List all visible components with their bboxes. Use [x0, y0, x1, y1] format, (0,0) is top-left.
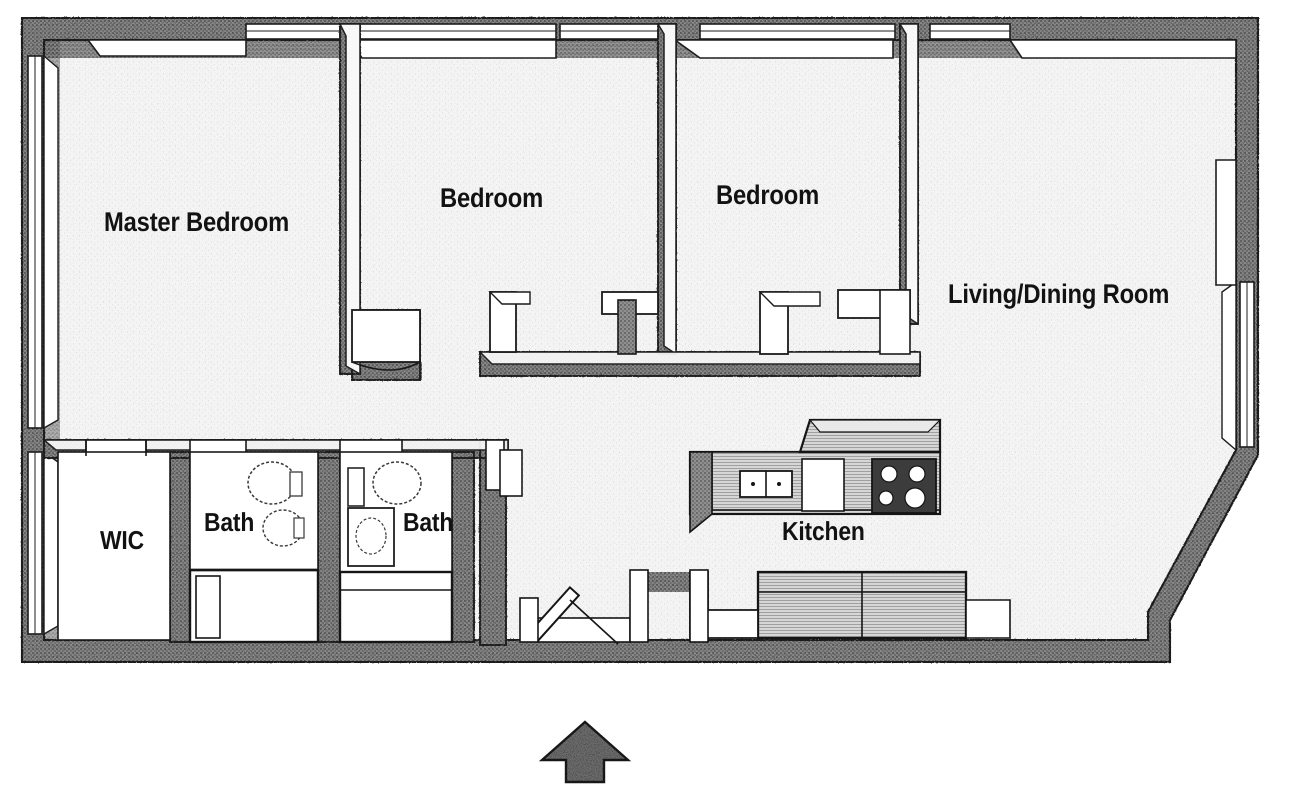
kitchen-sink-icon	[739, 470, 793, 498]
window-bedroom-2	[559, 23, 676, 40]
partition-wic-bath	[170, 452, 190, 642]
partition-bath1-bath2	[318, 452, 340, 642]
window-reveals	[86, 39, 1237, 59]
kitchen-cooktop-icon	[871, 458, 937, 514]
doorway-bedroom2	[601, 291, 659, 355]
windows-left	[27, 54, 59, 636]
wic-floor	[57, 451, 171, 641]
window-living-dining-top	[929, 23, 1011, 40]
partition-foyer-north	[648, 572, 696, 592]
room-label-bedroom-2: Bedroom	[440, 183, 544, 213]
bath-1-fixtures	[188, 451, 320, 644]
partition-master-closet-face	[352, 362, 422, 380]
closet-bedroom3-east	[837, 289, 911, 355]
room-label-kitchen: Kitchen	[782, 516, 865, 546]
room-label-bedroom-3: Bedroom	[716, 180, 820, 210]
bath2-tub-icon	[338, 570, 454, 644]
partition-bath2-east	[452, 452, 474, 642]
cabinet-return-east	[965, 599, 1011, 639]
kitchen-fixtures	[688, 418, 942, 534]
kitchen-upper-cabinets	[798, 418, 942, 454]
foyer-nibs	[519, 569, 709, 643]
room-label-living-dining: Living/Dining Room	[948, 279, 1170, 309]
closet-bedroom3	[758, 291, 821, 355]
window-wic-left	[27, 451, 43, 635]
door-master-to-hall	[85, 440, 147, 456]
closets-and-openings	[85, 289, 911, 497]
kitchen-counter-return	[689, 451, 713, 534]
bath1-toilet-icon	[247, 461, 303, 505]
closet-master	[351, 309, 421, 371]
bath1-sink-icon	[262, 509, 305, 547]
doorway-hall-east	[485, 439, 523, 497]
bath1-tub-icon	[188, 568, 320, 644]
bath2-toilet-icon	[347, 461, 422, 507]
window-master-bedroom	[245, 23, 557, 40]
room-label-wic: WIC	[100, 525, 144, 555]
window-reveal-left-lower	[43, 450, 59, 636]
closet-bedroom2-left	[488, 291, 531, 353]
window-master-left	[27, 55, 43, 429]
windows-right	[1215, 159, 1255, 452]
window-reveal-left-upper	[43, 54, 59, 430]
room-label-bath-1: Bath	[204, 507, 255, 537]
kitchen-dishwasher-icon	[801, 458, 845, 512]
wall-return-right-upper	[1215, 159, 1237, 286]
room-label-master-bedroom: Master Bedroom	[104, 207, 290, 237]
window-bedroom-3	[699, 23, 896, 40]
north-arrow-icon	[538, 720, 632, 784]
bath2-sink-icon	[347, 507, 395, 567]
windows-top	[86, 23, 1237, 59]
bath-2-fixtures	[338, 451, 454, 644]
wic-room	[57, 451, 171, 641]
room-label-bath-2: Bath	[403, 507, 454, 537]
window-reveal-right	[1221, 280, 1237, 452]
